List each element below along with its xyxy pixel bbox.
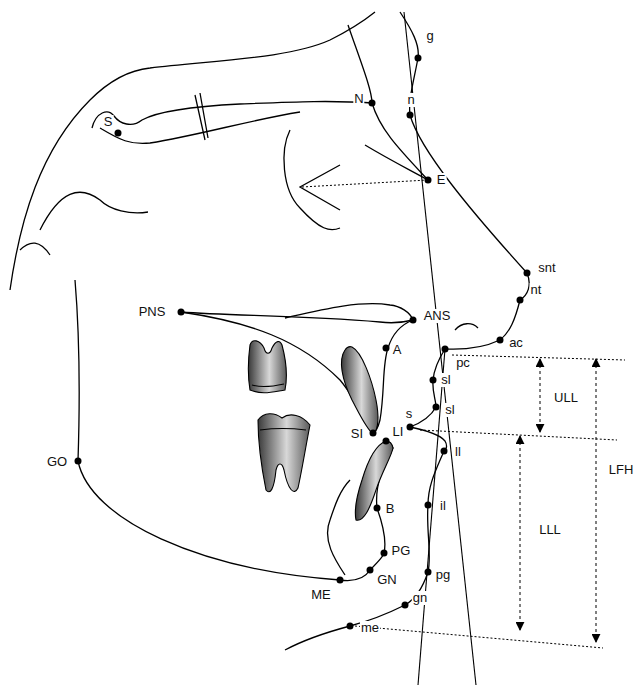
landmark-dot	[347, 623, 354, 630]
landmark-label: GN	[376, 573, 398, 587]
maxilla-front	[373, 320, 413, 432]
symphysis-inner	[328, 480, 350, 575]
landmark-label: N	[353, 92, 364, 106]
landmark-label: E	[436, 173, 447, 187]
frontal-bone	[348, 25, 428, 180]
landmark-dot	[402, 602, 409, 609]
landmark-dot	[337, 577, 344, 584]
landmark-label: PNS	[138, 305, 167, 319]
landmark-label: S	[103, 115, 114, 129]
landmark-label: pg	[435, 568, 451, 582]
landmark-label: pc	[455, 356, 471, 370]
landmark-label: LI	[392, 425, 405, 439]
landmark-dot	[369, 100, 376, 107]
landmark-dot	[383, 345, 390, 352]
landmark-dot	[410, 317, 417, 324]
lfh-dimension	[596, 359, 597, 642]
landmark-dot	[381, 550, 388, 557]
palatal-plane	[181, 312, 413, 323]
nostril	[455, 324, 478, 330]
ramus-outline	[40, 192, 340, 580]
landmark-dot	[407, 424, 414, 431]
landmark-label: me	[360, 621, 380, 635]
landmark-dot	[433, 404, 440, 411]
nasal-floor	[285, 304, 413, 320]
landmark-label: n	[406, 93, 415, 107]
lower-molar	[258, 414, 310, 492]
landmark-label: sl	[440, 373, 451, 387]
landmark-label: B	[385, 502, 396, 516]
landmark-dots	[75, 55, 531, 630]
e-line	[404, 12, 476, 685]
landmark-dot	[415, 55, 422, 62]
dimension-label: LFH	[608, 463, 635, 477]
landmark-label: SI	[350, 427, 364, 441]
landmark-dot	[517, 297, 524, 304]
landmark-label: ac	[508, 336, 524, 350]
dimension-label: ULL	[553, 391, 579, 405]
lll-dimension	[520, 436, 521, 630]
landmark-dot	[374, 505, 381, 512]
landmark-dot	[367, 567, 374, 574]
landmark-label: g	[425, 29, 434, 43]
vertical-line	[418, 349, 445, 685]
zygoma	[20, 243, 50, 255]
landmark-dot	[425, 502, 432, 509]
landmark-label: nt	[530, 283, 543, 297]
upper-incisor	[341, 347, 377, 434]
landmark-dot	[407, 112, 414, 119]
landmark-dot	[430, 377, 437, 384]
landmark-label: s	[405, 407, 414, 421]
landmark-label: ANS	[423, 309, 452, 323]
landmark-dot	[115, 130, 122, 137]
landmark-dot	[442, 346, 449, 353]
cranial-outline	[10, 12, 375, 290]
landmark-label: sl	[444, 403, 455, 417]
landmark-dot	[178, 309, 185, 316]
orbit	[284, 130, 340, 230]
soft-tissue-profile	[285, 12, 529, 650]
landmark-label: ll	[454, 445, 462, 459]
molar-crown-line	[252, 384, 306, 430]
landmark-dot	[497, 337, 504, 344]
landmark-dot	[441, 448, 448, 455]
landmark-dot	[524, 270, 531, 277]
sella	[92, 101, 372, 128]
landmark-label: ME	[310, 588, 332, 602]
eye-symbol	[300, 165, 340, 210]
landmark-label: A	[392, 343, 403, 357]
dimension-extension	[355, 355, 625, 648]
landmark-dot	[383, 438, 390, 445]
landmark-label: snt	[537, 261, 556, 275]
dimension-label: LLL	[538, 523, 562, 537]
landmark-dot	[75, 458, 82, 465]
landmark-dot	[370, 430, 377, 437]
ull-dimension	[540, 359, 541, 432]
landmark-label: il	[439, 499, 447, 513]
landmark-dot	[425, 569, 432, 576]
landmark-dot	[425, 177, 432, 184]
orbit-cross	[195, 93, 208, 140]
landmark-label: PG	[391, 544, 412, 558]
landmark-label: GO	[46, 455, 68, 469]
landmark-label: gn	[412, 591, 428, 605]
eye-line	[302, 180, 428, 187]
